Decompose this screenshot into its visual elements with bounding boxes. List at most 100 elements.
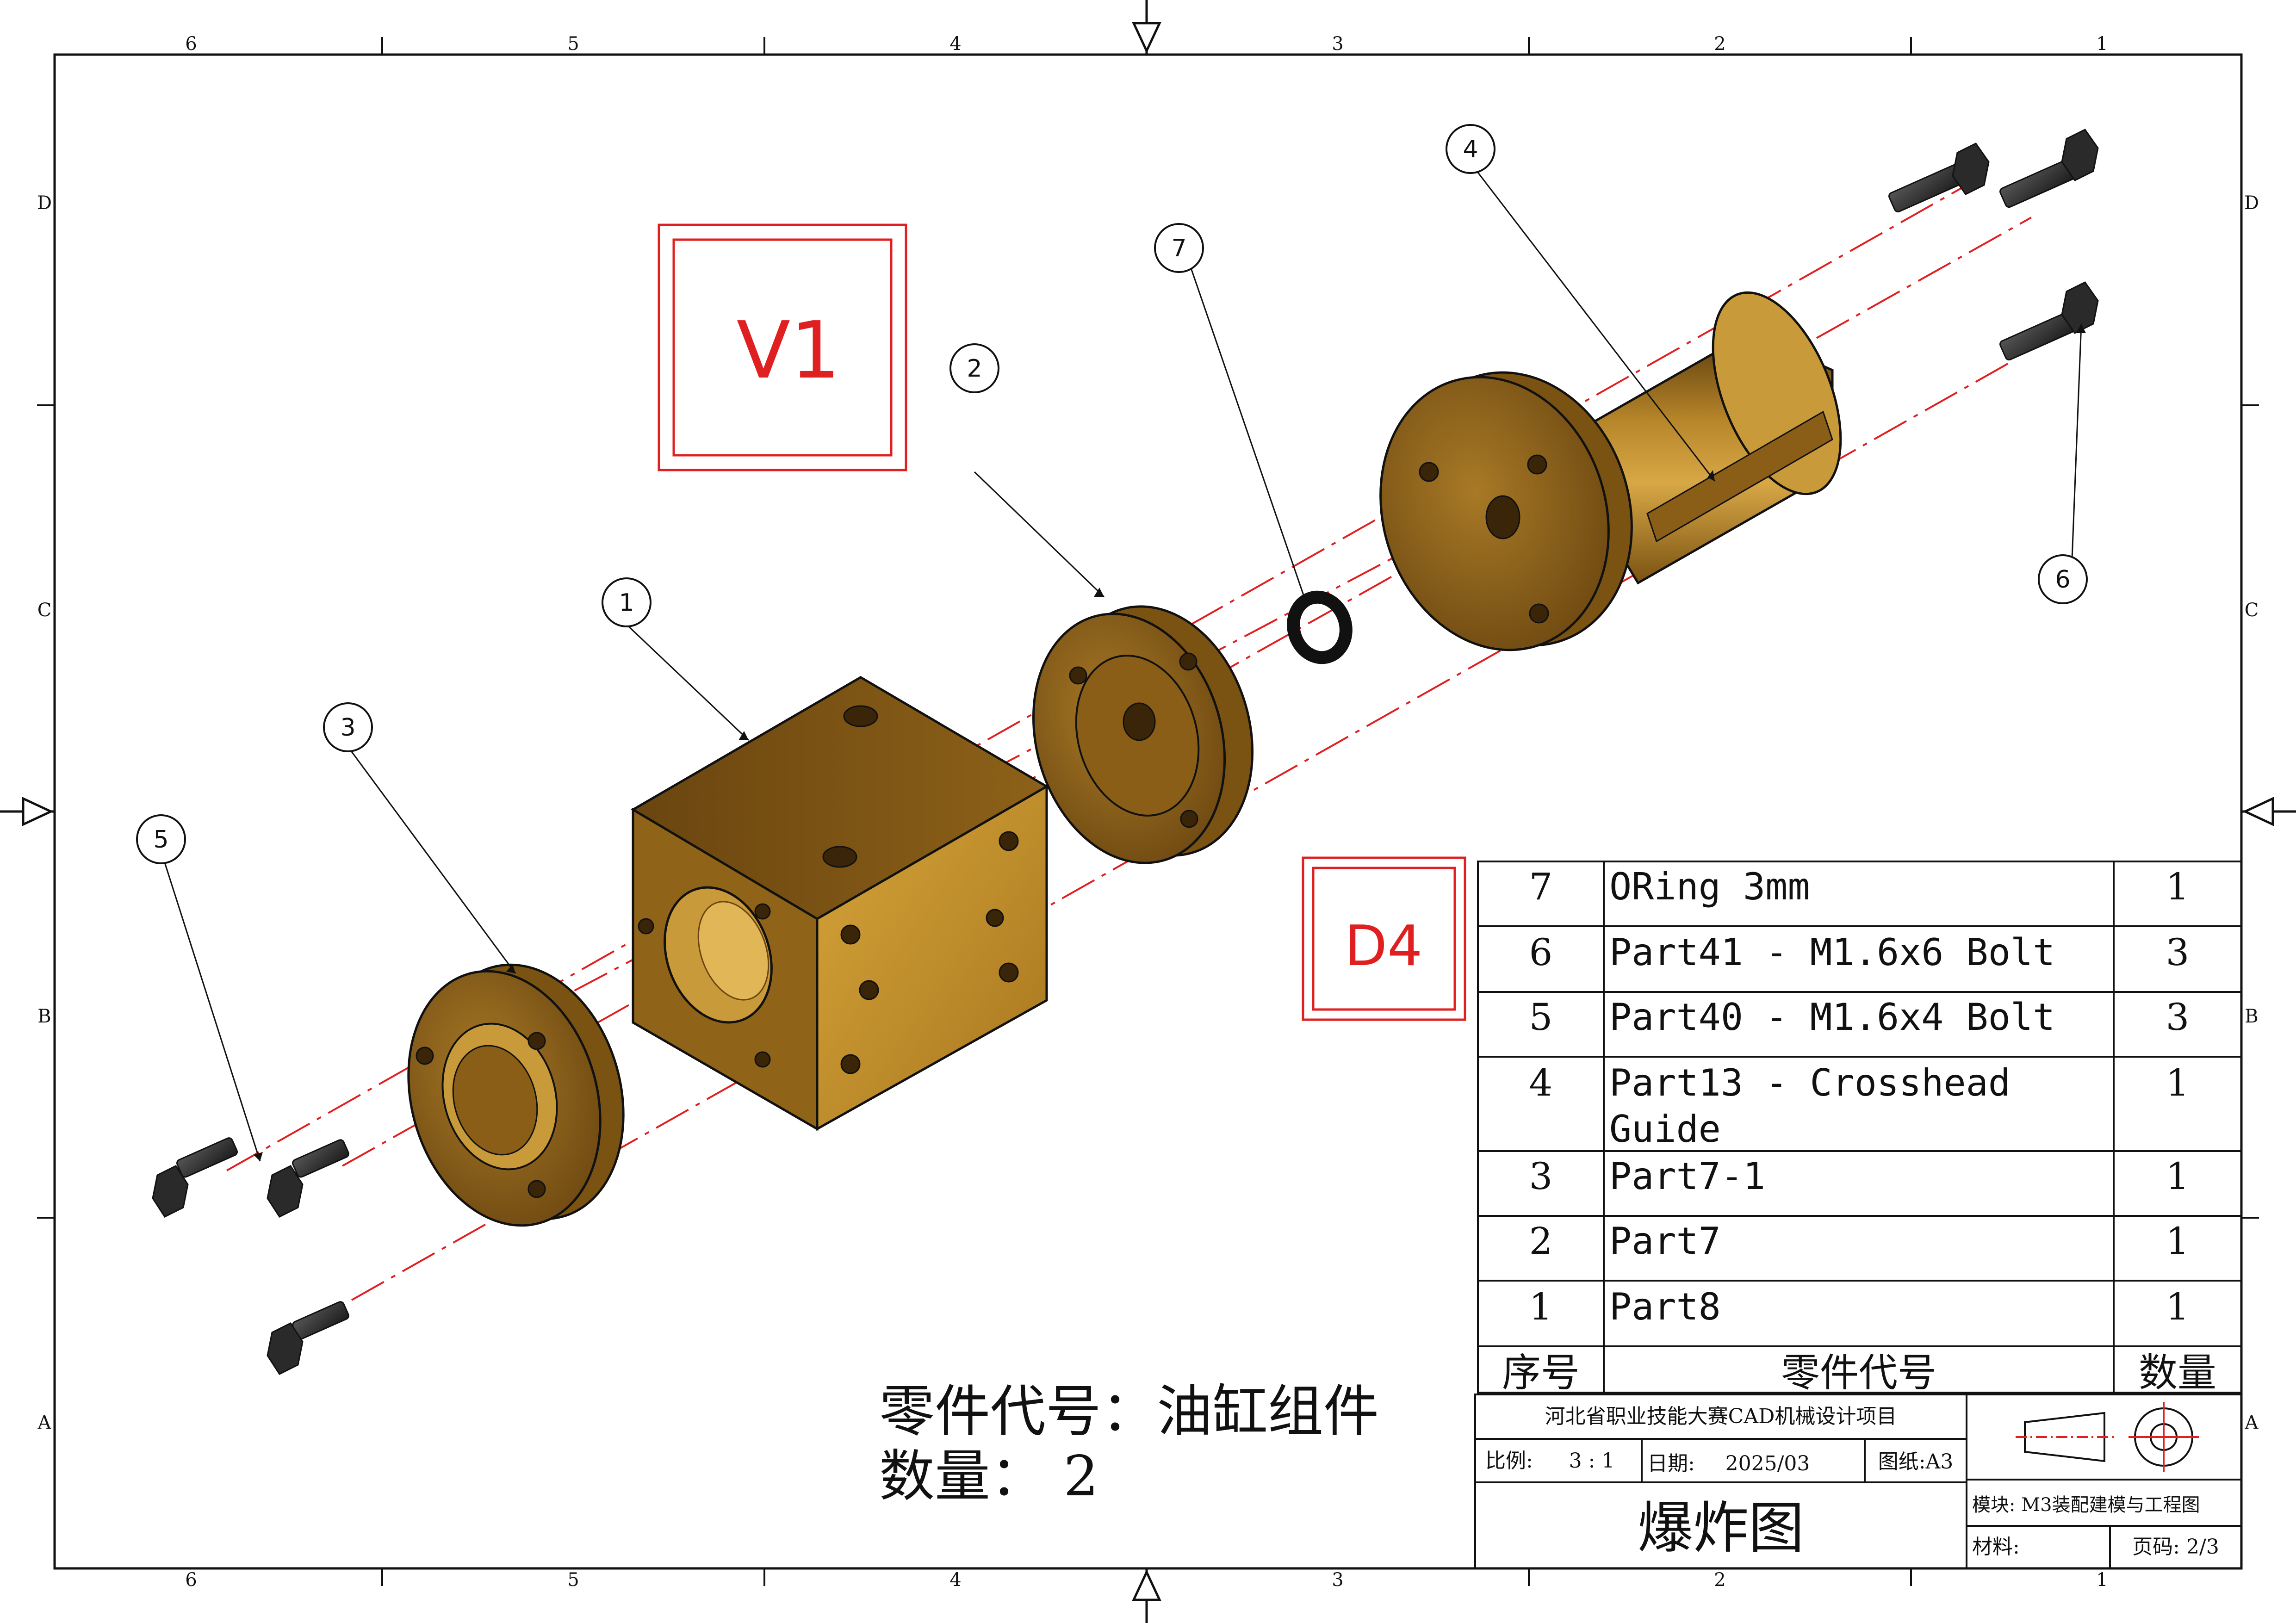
bom-item-no: 6 (1529, 931, 1553, 974)
bom-item-name: Part40 - M1.6x4 Bolt (1609, 996, 2055, 1039)
zone-row-label: C (2245, 600, 2259, 621)
balloon-label: 2 (967, 355, 982, 383)
zone-col-label: 1 (2096, 33, 2108, 55)
bom-item-no: 2 (1529, 1220, 1553, 1263)
balloon-label: 4 (1463, 136, 1478, 163)
bom-row: 6 Part41 - M1.6x6 Bolt 3 (1529, 931, 2190, 974)
zone-col-label: 4 (949, 1569, 961, 1591)
title-block-material: 材料: (1972, 1535, 2020, 1559)
bom-item-qty: 1 (2166, 1061, 2190, 1104)
bom-table: 7 ORing 3mm 1 6 Part41 - M1.6x6 Bolt 3 5… (1477, 861, 2242, 1395)
zone-row-label: A (37, 1412, 52, 1433)
balloon-7: 7 (1154, 223, 1204, 273)
bom-item-qty: 1 (2166, 1285, 2190, 1328)
bom-item-no: 1 (1529, 1285, 1553, 1328)
bom-item-no: 3 (1529, 1155, 1553, 1198)
bom-item-qty: 3 (2166, 931, 2190, 974)
balloon-label: 6 (2055, 566, 2070, 594)
title-block-org: 河北省职业技能大赛CAD机械设计项目 (1545, 1405, 1897, 1428)
title-block-module: 模块: M3装配建模与工程图 (1972, 1494, 2200, 1516)
balloon-5: 5 (136, 814, 186, 864)
bom-item-qty: 3 (2166, 996, 2190, 1039)
bom-header-no: 序号 (1502, 1350, 1580, 1395)
zone-row-label: B (2245, 1006, 2258, 1027)
zone-col-label: 4 (949, 33, 961, 55)
zone-row-label: C (37, 600, 52, 621)
balloon-2: 2 (949, 343, 999, 393)
part-flange-front (1032, 605, 1254, 864)
bom-item-no: 7 (1529, 865, 1553, 908)
title-block-date-value: 2025/03 (1725, 1452, 1810, 1475)
zone-col-label: 2 (1714, 1569, 1725, 1591)
note-line-1: 零件代号：油缸组件 (879, 1380, 1379, 1444)
bom-row: 3 Part7-1 1 (1529, 1155, 2190, 1198)
bom-item-no: 5 (1529, 996, 1553, 1039)
zone-labels-bottom: 6 5 4 3 2 1 (185, 1569, 2108, 1591)
bom-item-name: Part7 (1609, 1220, 1721, 1263)
part-crosshead-guide (1379, 291, 1842, 651)
part-note: 零件代号：油缸组件 数量： 2 (879, 1380, 1379, 1509)
revision-tag-text: D4 (1345, 914, 1423, 979)
zone-labels-top: 6 5 4 3 2 1 (185, 33, 2108, 55)
bolt (1999, 281, 2099, 361)
balloon-label: 7 (1171, 235, 1186, 262)
bom-row: 7 ORing 3mm 1 (1529, 865, 2190, 908)
bom-row: 1 Part8 1 (1529, 1285, 2190, 1328)
balloon-label: 3 (340, 714, 355, 742)
zone-labels-right: D C B A (2244, 192, 2259, 1433)
bom-row: 2 Part7 1 (1529, 1220, 2190, 1263)
zone-col-label: 1 (2096, 1569, 2108, 1591)
revision-tag-v1: V1 (658, 223, 907, 471)
balloon-4: 4 (1446, 124, 1496, 174)
bom-header: 序号 零件代号 数量 (1502, 1350, 2216, 1395)
bom-header-name: 零件代号 (1781, 1350, 1936, 1395)
title-block-sheet-size: 图纸:A3 (1878, 1450, 1954, 1474)
bolts-part5 (152, 1137, 349, 1375)
balloon-3: 3 (323, 702, 373, 752)
bolt (152, 1137, 238, 1218)
part-flange-rear (407, 963, 625, 1227)
bom-item-name-line2: Guide (1609, 1108, 1721, 1151)
bom-item-name: Part13 - Crosshead (1609, 1061, 2011, 1104)
bolt (1999, 129, 2099, 208)
projection-symbol-icon (2016, 1402, 2199, 1472)
zone-col-label: 6 (185, 1569, 197, 1591)
title-block-drawing-title: 爆炸图 (1638, 1496, 1804, 1561)
bom-item-name: Part8 (1609, 1285, 1721, 1328)
bom-header-qty: 数量 (2139, 1350, 2216, 1395)
bom-item-qty: 1 (2166, 1220, 2190, 1263)
balloon-label: 1 (619, 589, 634, 617)
bolt (267, 1139, 349, 1218)
zone-col-label: 2 (1714, 33, 1725, 55)
zone-col-label: 3 (1332, 33, 1343, 55)
title-block-scale-value: 3 : 1 (1569, 1449, 1615, 1473)
bolt (267, 1301, 349, 1375)
note-line-2: 数量： 2 (879, 1444, 1099, 1509)
zone-col-label: 3 (1332, 1569, 1343, 1591)
bolt (1888, 142, 1990, 213)
zone-row-label: B (37, 1006, 51, 1027)
bom-item-name: Part41 - M1.6x6 Bolt (1609, 931, 2055, 974)
zone-col-label: 5 (567, 33, 579, 55)
revision-tag-d4: D4 (1302, 856, 1466, 1021)
leader-arrowheads (254, 324, 2086, 1161)
balloon-leaders (162, 162, 2082, 1162)
balloon-label: 5 (153, 826, 168, 854)
zone-labels-left: D C B A (37, 192, 52, 1433)
title-block-page: 页码: 2/3 (2132, 1535, 2219, 1559)
title-block-date-label: 日期: (1647, 1452, 1695, 1475)
part-oring (1287, 590, 1353, 664)
zone-row-label: D (37, 192, 52, 214)
zone-col-label: 5 (567, 1569, 579, 1591)
bolts-part6 (1888, 129, 2099, 361)
bom-item-name: Part7-1 (1609, 1155, 1765, 1198)
title-block-scale-label: 比例: (1485, 1449, 1533, 1473)
bom-item-qty: 1 (2166, 865, 2190, 908)
bom-item-qty: 1 (2166, 1155, 2190, 1198)
title-block: 河北省职业技能大赛CAD机械设计项目 比例: 3 : 1 日期: 2025/03… (1474, 1394, 2242, 1569)
balloon-1: 1 (602, 577, 652, 627)
bom-row: 4 Part13 - Crosshead Guide 1 (1529, 1061, 2190, 1151)
zone-row-label: A (2245, 1412, 2259, 1433)
